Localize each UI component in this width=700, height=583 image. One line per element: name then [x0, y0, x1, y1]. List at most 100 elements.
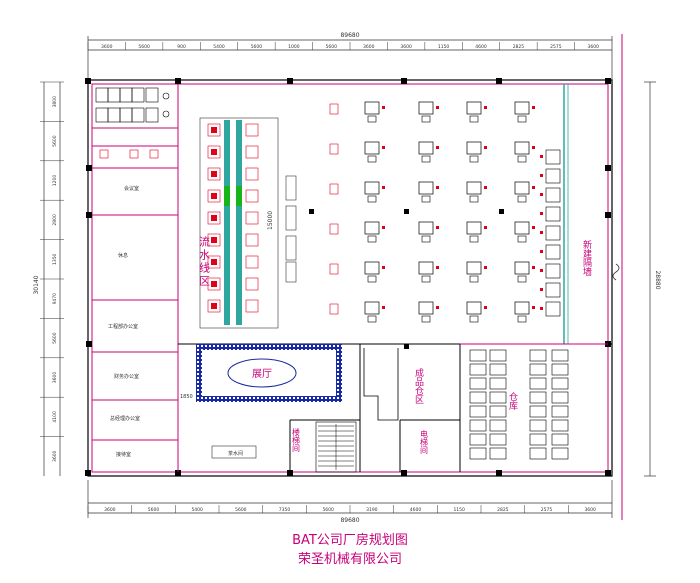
desk-marker [382, 186, 385, 189]
column [605, 212, 611, 218]
desk [364, 141, 380, 155]
desk [418, 101, 434, 115]
shelf [529, 363, 547, 376]
dimension-label: 5600 [138, 44, 150, 50]
shelf [469, 391, 487, 404]
shelf [489, 433, 507, 446]
station-marker [211, 215, 217, 221]
desk [514, 221, 530, 235]
finished-goods-label: 成品仓区 [413, 367, 424, 404]
top-dimension-lines [87, 34, 623, 520]
shelf [469, 405, 487, 418]
shelf [469, 349, 487, 362]
column [605, 165, 611, 171]
new-partition-wall [563, 84, 569, 344]
rack [545, 301, 561, 317]
station-left [207, 233, 221, 247]
shelf [489, 447, 507, 460]
side-cabinet [329, 263, 339, 275]
room-label-finance: 财务办公室 [114, 373, 139, 380]
desk-marker [484, 106, 487, 109]
shelf [551, 349, 569, 362]
chair [421, 195, 431, 203]
restroom-block [95, 87, 170, 159]
small-dimension: 1850 [180, 394, 193, 400]
desk-marker [484, 186, 487, 189]
exhibition-hall-label: 展厅 [252, 368, 272, 380]
outer-walls [87, 79, 613, 477]
shelf [551, 447, 569, 460]
shelf [489, 349, 507, 362]
chair [367, 275, 377, 283]
station-left [207, 277, 221, 291]
desk [466, 101, 482, 115]
stair-room-label: 楼梯间 [292, 427, 301, 453]
shelf [489, 391, 507, 404]
column [287, 78, 293, 84]
shelf [469, 419, 487, 432]
side-cabinet [329, 223, 339, 235]
column [401, 470, 407, 476]
shelf [529, 377, 547, 390]
rack-marker [540, 193, 543, 196]
chair [517, 275, 527, 283]
chair [421, 315, 431, 323]
dimension-label: 1350 [52, 253, 58, 265]
tea-room-counter [211, 445, 257, 459]
station-right [245, 277, 259, 291]
company-name: 荣圣机械有限公司 [297, 552, 402, 567]
chair [421, 155, 431, 163]
column [85, 78, 91, 84]
shelf [529, 405, 547, 418]
desk-marker [382, 306, 385, 309]
warehouse-shelves [469, 349, 569, 460]
dimension-label: 3600 [400, 44, 412, 50]
chair [517, 235, 527, 243]
new-wall-label: 新建隔墙 [581, 239, 592, 277]
rack [545, 282, 561, 298]
dimension-label: 5600 [322, 507, 334, 513]
chair [469, 235, 479, 243]
station-left [207, 299, 221, 313]
shelf [489, 363, 507, 376]
station-right [245, 123, 259, 137]
stair-room [315, 421, 357, 473]
shelf [551, 363, 569, 376]
rack-marker [540, 231, 543, 234]
dimension-label: 2575 [550, 44, 562, 50]
desk-marker [484, 146, 487, 149]
desk [364, 181, 380, 195]
structural-columns [85, 78, 611, 476]
shelf [469, 433, 487, 446]
station-left [207, 123, 221, 137]
desk-marker [484, 306, 487, 309]
station-marker [211, 303, 217, 309]
dimension-label: 4100 [52, 411, 58, 423]
station-left [207, 145, 221, 159]
dimension-label: 3600 [52, 450, 58, 462]
station-right [245, 211, 259, 225]
chair [469, 275, 479, 283]
dimension-label: 5600 [235, 507, 247, 513]
desk [364, 101, 380, 115]
chair [469, 315, 479, 323]
desk-marker [382, 146, 385, 149]
rack-marker [540, 288, 543, 291]
shelf [551, 391, 569, 404]
desk-marker [532, 226, 535, 229]
column [287, 470, 293, 476]
center-racks [285, 175, 297, 283]
room-label-reception: 接待室 [116, 451, 131, 458]
rack-marker [540, 307, 543, 310]
dimension-label: 5600 [148, 507, 160, 513]
rack [545, 149, 561, 165]
station-left [207, 167, 221, 181]
column [401, 78, 407, 84]
finished-goods-walls [363, 348, 399, 421]
desk [514, 141, 530, 155]
dimension-label: 3190 [366, 507, 378, 513]
dimension-label: 2800 [52, 214, 58, 226]
column [175, 78, 181, 84]
